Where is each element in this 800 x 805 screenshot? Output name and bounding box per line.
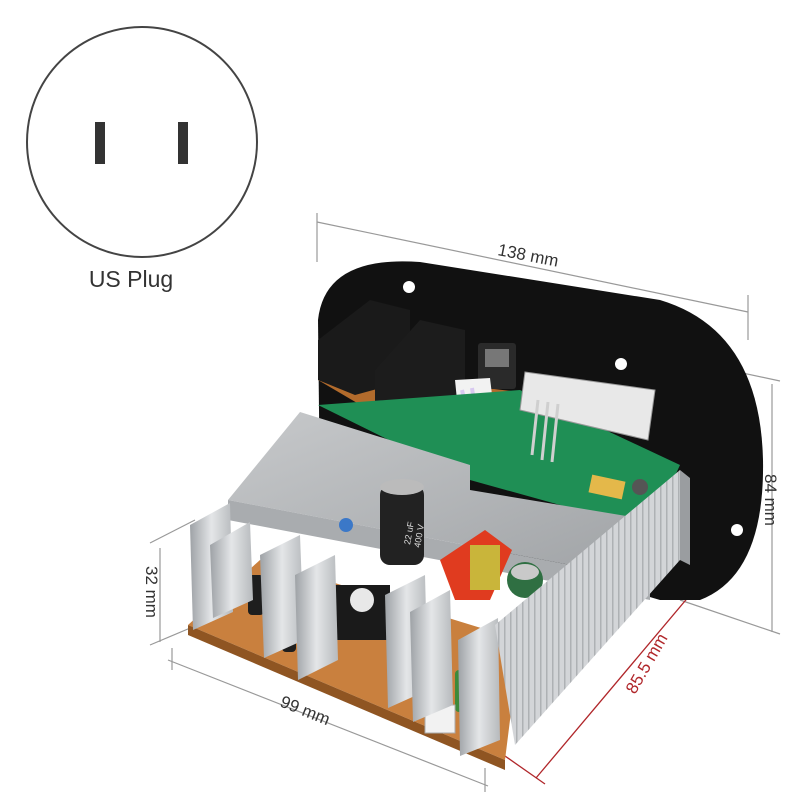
green-control-board xyxy=(318,371,680,530)
dimension-thickness-label: 32 mm xyxy=(142,566,161,618)
dimension-height-label: 84 mm xyxy=(761,474,780,526)
plug-label: US Plug xyxy=(88,266,174,292)
heatsink-fins xyxy=(190,470,690,756)
capacitor-marking-2: 400 V xyxy=(412,523,426,548)
dimension-depth-label: 99 mm xyxy=(278,692,333,729)
us-plug-icon xyxy=(26,26,258,258)
aluminium-enclosure xyxy=(228,412,650,600)
dimension-side-label: 85.5 mm xyxy=(622,630,672,697)
capacitor-marking-1: 22 uF xyxy=(402,520,416,545)
